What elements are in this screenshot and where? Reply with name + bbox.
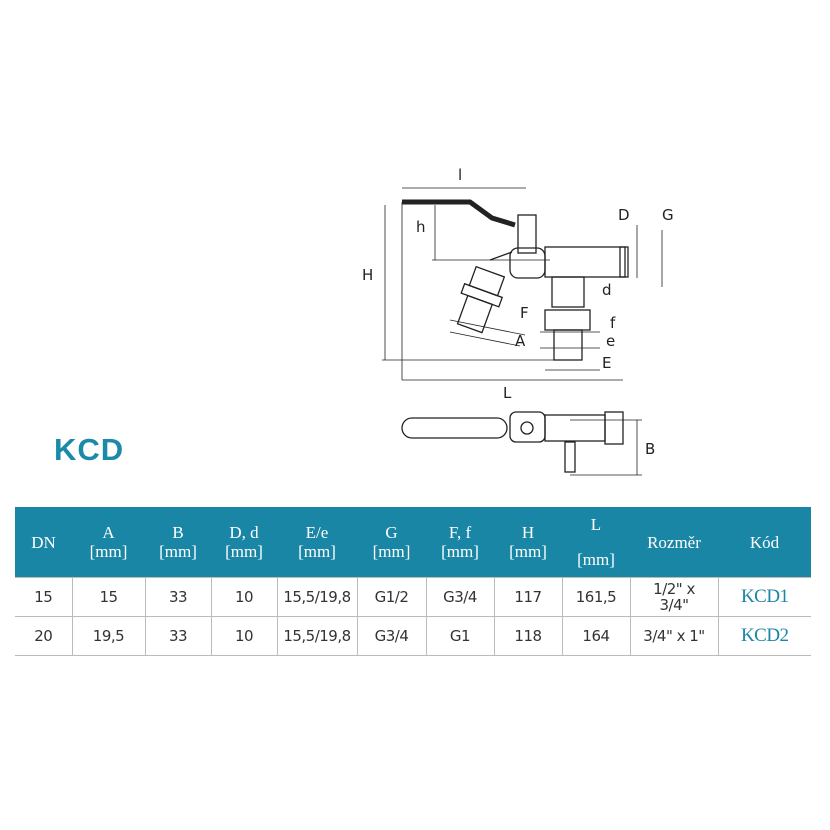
- col-header: Rozměr: [630, 507, 718, 578]
- col-header: DN: [15, 507, 72, 578]
- cell-size: 1/2" x 3/4": [629, 577, 719, 617]
- cell-dn: 20: [15, 616, 73, 656]
- cell-h: 117: [493, 577, 563, 617]
- dim-label-A: A: [515, 332, 526, 350]
- col-header: E/e[mm]: [277, 507, 357, 578]
- dim-label-l: l: [458, 166, 462, 184]
- product-title: KCD: [54, 432, 125, 467]
- top-view-handle: [401, 417, 508, 439]
- col-header: D, d[mm]: [211, 507, 277, 578]
- dim-label-L: L: [503, 384, 512, 402]
- table-row: 15 15 33 10 15,5/19,8 G1/2 G3/4 117 161,…: [15, 577, 811, 617]
- cell-f: G1: [425, 616, 495, 656]
- valve-pipe: [544, 246, 626, 278]
- cell-code: KCD1: [717, 577, 811, 617]
- cell-a: 19,5: [71, 616, 146, 656]
- valve-technical-drawing: l h H D G d F f A e E L B: [362, 166, 674, 476]
- table-header-row: DN A[mm] B[mm] D, d[mm] E/e[mm] G[mm] F,…: [15, 507, 811, 578]
- cell-d: 10: [210, 577, 278, 617]
- dim-label-e: e: [606, 332, 615, 350]
- valve-stem: [517, 214, 537, 254]
- col-header: Kód: [718, 507, 811, 578]
- cell-dn: 15: [15, 577, 73, 617]
- col-header: G[mm]: [357, 507, 426, 578]
- dim-label-d: d: [602, 281, 612, 299]
- col-header: L[mm]: [562, 507, 630, 578]
- cell-l: 161,5: [561, 577, 631, 617]
- cell-b: 33: [144, 616, 212, 656]
- col-header: B[mm]: [145, 507, 211, 578]
- cell-e: 15,5/19,8: [276, 577, 358, 617]
- dimensions-table: DN A[mm] B[mm] D, d[mm] E/e[mm] G[mm] F,…: [15, 507, 811, 656]
- handle-lever: [402, 199, 516, 228]
- cell-d: 10: [210, 616, 278, 656]
- col-header: A[mm]: [72, 507, 145, 578]
- dim-label-h: h: [416, 218, 426, 236]
- cell-code: KCD2: [717, 616, 811, 656]
- dim-label-E: E: [602, 354, 611, 372]
- dim-label-H: H: [362, 266, 373, 284]
- cell-g: G3/4: [356, 616, 427, 656]
- cell-b: 33: [144, 577, 212, 617]
- cell-e: 15,5/19,8: [276, 616, 358, 656]
- dim-label-F: F: [520, 304, 529, 322]
- cell-g: G1/2: [356, 577, 427, 617]
- dim-label-D: D: [618, 206, 630, 224]
- cell-size: 3/4" x 1": [629, 616, 719, 656]
- cell-l: 164: [561, 616, 631, 656]
- table-row: 20 19,5 33 10 15,5/19,8 G3/4 G1 118 164 …: [15, 616, 811, 656]
- dim-label-G: G: [662, 206, 674, 224]
- col-header: H[mm]: [494, 507, 562, 578]
- cell-a: 15: [71, 577, 146, 617]
- dim-label-f: f: [610, 314, 616, 332]
- col-header: F, f[mm]: [426, 507, 494, 578]
- cell-f: G3/4: [425, 577, 495, 617]
- cell-h: 118: [493, 616, 563, 656]
- dim-label-B: B: [645, 440, 655, 458]
